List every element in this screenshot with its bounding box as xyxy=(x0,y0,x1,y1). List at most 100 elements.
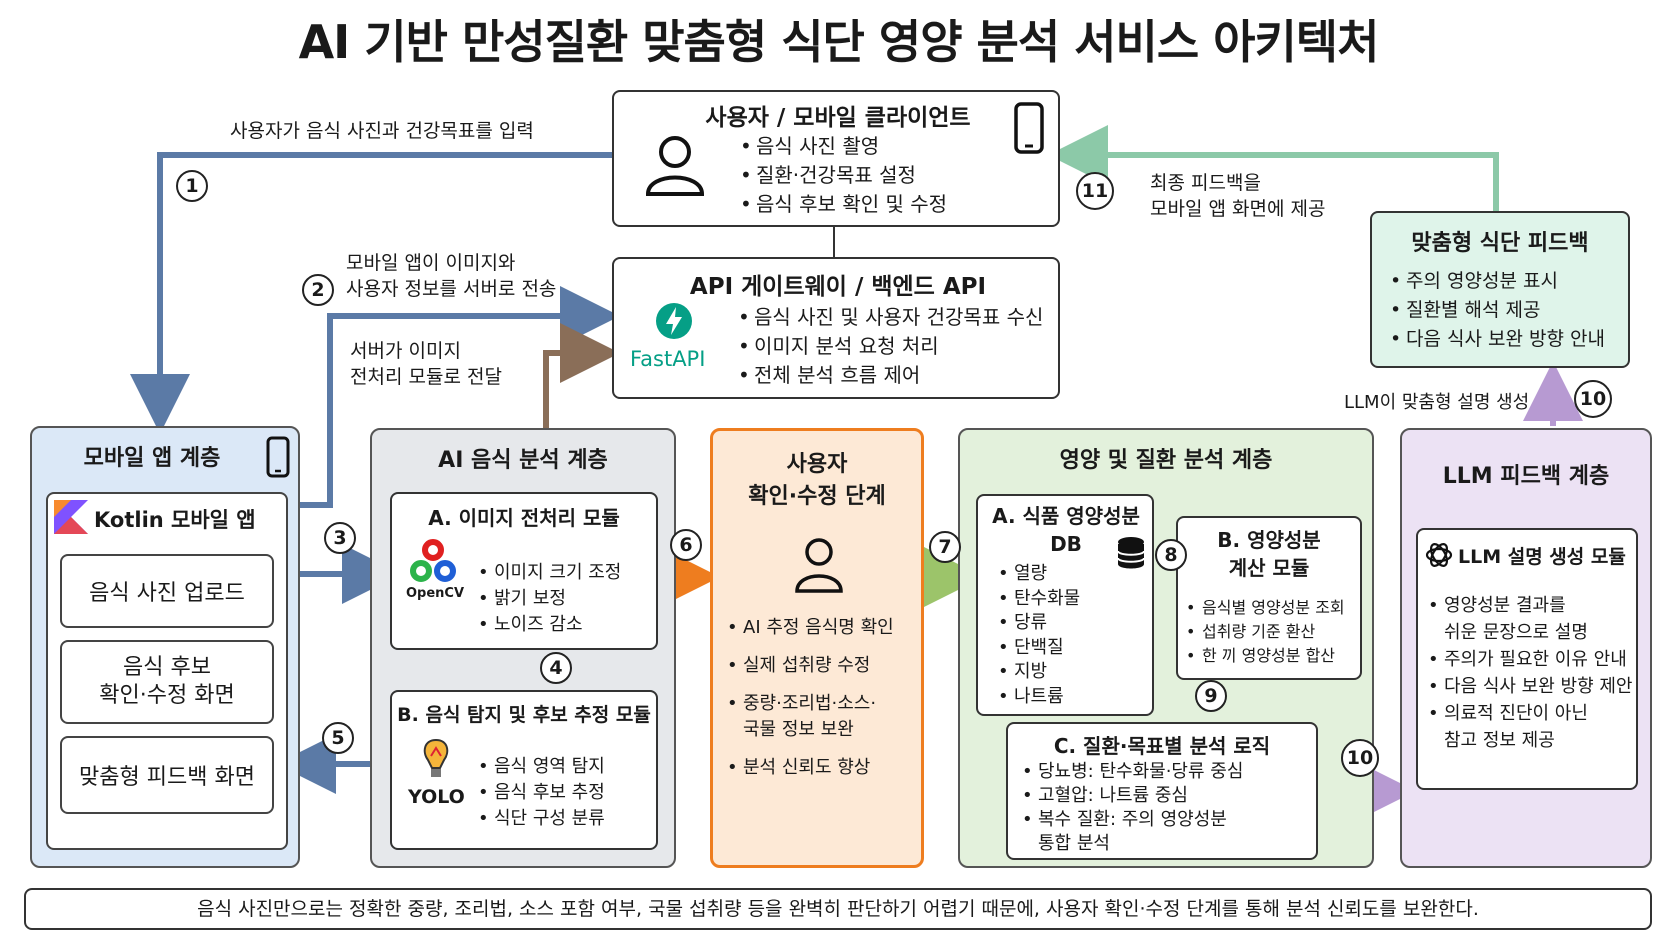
step-badge-6: 6 xyxy=(670,529,702,561)
api-title: API 게이트웨이 / 백엔드 API xyxy=(689,274,987,300)
mobile-title: 모바일 앱 계층 xyxy=(83,446,221,471)
llm-item: 다음 식사 보완 방향 제안 xyxy=(1424,673,1636,700)
api-item: 이미지 분석 요청 처리 xyxy=(734,332,1043,361)
calc-item: 한 끼 영양성분 합산 xyxy=(1182,644,1345,668)
nutrient-item: 당류 xyxy=(994,611,1080,636)
api-item: 전체 분석 흐름 제어 xyxy=(734,361,1043,390)
opencv-logo-icon xyxy=(410,538,456,584)
api-items: 음식 사진 및 사용자 건강목표 수신 이미지 분석 요청 처리 전체 분석 흐… xyxy=(734,303,1043,390)
arrow-step-1 xyxy=(130,152,612,434)
footer-note: 음식 사진만으로는 정확한 중량, 조리법, 소스 포함 여부, 국물 섭취량 … xyxy=(24,888,1652,930)
openai-icon xyxy=(1424,540,1454,570)
smartphone-icon xyxy=(1014,102,1044,154)
nutrition-calc-module: B. 영양성분 계산 모듈 음식별 영양성분 조회 섭취량 기준 환산 한 끼 … xyxy=(1176,516,1362,680)
user-icon xyxy=(791,535,847,595)
label-step-10: LLM이 맞춤형 설명 생성 xyxy=(1344,392,1530,413)
feedback-item: 질환별 해석 제공 xyxy=(1386,296,1605,325)
llm-items: 영양성분 결과를 쉬운 문장으로 설명 주의가 필요한 이유 안내 다음 식사 … xyxy=(1424,592,1636,754)
client-title: 사용자 / 모바일 클라이언트 xyxy=(705,105,971,131)
yolo-logo-icon xyxy=(418,738,454,782)
logic-item: 고혈압: 나트륨 중심 xyxy=(1018,784,1243,808)
nutrient-item: 나트륨 xyxy=(994,685,1080,710)
llm-item: 주의가 필요한 이유 안내 xyxy=(1424,646,1636,673)
nutrient-item: 탄수화물 xyxy=(994,587,1080,612)
nutrition-db-module: A. 식품 영양성분 DB 열량 탄수화물 당류 단백질 지방 나트륨 xyxy=(976,494,1154,716)
detection-title: B. 음식 탐지 및 후보 추정 모듈 xyxy=(397,704,651,726)
disease-logic-title: C. 질환·목표별 분석 로직 xyxy=(1053,734,1271,758)
feedback-item: 주의 영양성분 표시 xyxy=(1386,267,1605,296)
preprocess-item: 이미지 크기 조정 xyxy=(474,560,621,586)
step-badge-7: 7 xyxy=(929,531,961,563)
step-badge-10a: 10 xyxy=(1341,739,1379,777)
kotlin-logo-icon xyxy=(54,500,88,534)
step-badge-11: 11 xyxy=(1076,172,1114,210)
disease-logic-module: C. 질환·목표별 분석 로직 당뇨병: 탄수화물·당류 중심 고혈압: 나트륨… xyxy=(1006,722,1318,860)
confirm-item: 중량·조리법·소스· 국물 정보 보완 xyxy=(723,691,919,743)
step-badge-5: 5 xyxy=(322,722,354,754)
api-box: API 게이트웨이 / 백엔드 API FastAPI 음식 사진 및 사용자 … xyxy=(612,257,1060,399)
confirm-item: 분석 신뢰도 향상 xyxy=(723,755,919,781)
step-badge-8: 8 xyxy=(1155,539,1187,571)
detection-items: 음식 영역 탐지 음식 후보 추정 식단 구성 분류 xyxy=(474,754,605,832)
ai-layer: AI 음식 분석 계층 A. 이미지 전처리 모듈 OpenCV 이미지 크기 … xyxy=(370,428,676,868)
client-box: 사용자 / 모바일 클라이언트 음식 사진 촬영 질환·건강목표 설정 음식 후… xyxy=(612,90,1060,227)
screen-label: 음식 후보 확인·수정 화면 xyxy=(99,655,235,708)
arrow-step-11 xyxy=(1048,125,1499,211)
logic-item: 복수 질환: 주의 영양성분 통합 분석 xyxy=(1018,808,1243,856)
disease-logic-items: 당뇨병: 탄수화물·당류 중심 고혈압: 나트륨 중심 복수 질환: 주의 영양… xyxy=(1018,760,1243,856)
kotlin-app-panel: Kotlin 모바일 앱 음식 사진 업로드 음식 후보 확인·수정 화면 맞춤… xyxy=(46,492,288,850)
client-item: 음식 후보 확인 및 수정 xyxy=(736,190,947,219)
preprocess-title: A. 이미지 전처리 모듈 xyxy=(428,506,620,530)
step-badge-10b: 10 xyxy=(1574,380,1612,418)
step-badge-3: 3 xyxy=(324,522,356,554)
smartphone-icon xyxy=(266,436,290,478)
detection-item: 음식 후보 추정 xyxy=(474,780,605,806)
label-step-1: 사용자가 음식 사진과 건강목표를 입력 xyxy=(230,120,534,142)
step-badge-1: 1 xyxy=(176,170,208,202)
fastapi-logo-icon xyxy=(654,301,694,341)
nutrition-title: 영양 및 질환 분석 계층 xyxy=(1059,448,1273,473)
step-badge-4: 4 xyxy=(540,652,572,684)
llm-item: 의료적 진단이 아닌 참고 정보 제공 xyxy=(1424,700,1636,754)
client-item: 음식 사진 촬영 xyxy=(736,132,947,161)
preprocess-module: A. 이미지 전처리 모듈 OpenCV 이미지 크기 조정 밝기 보정 노이즈… xyxy=(390,492,658,650)
detection-module: B. 음식 탐지 및 후보 추정 모듈 YOLO 음식 영역 탐지 음식 후보 … xyxy=(390,690,658,850)
llm-module-title: LLM 설명 생성 모듈 xyxy=(1458,546,1626,568)
nutrition-db-title: A. 식품 영양성분 DB xyxy=(992,504,1140,556)
feedback-title: 맞춤형 식단 피드백 xyxy=(1411,231,1589,256)
candidate-edit-screen[interactable]: 음식 후보 확인·수정 화면 xyxy=(60,640,274,724)
client-item: 질환·건강목표 설정 xyxy=(736,161,947,190)
database-icon xyxy=(1116,536,1146,570)
user-icon xyxy=(640,130,710,200)
label-step-3: 서버가 이미지 전처리 모듈로 전달 xyxy=(350,340,502,388)
logic-item: 당뇨병: 탄수화물·당류 중심 xyxy=(1018,760,1243,784)
feedback-item: 다음 식사 보완 방향 안내 xyxy=(1386,325,1605,354)
kotlin-app-title: Kotlin 모바일 앱 xyxy=(94,508,256,532)
upload-photo-screen[interactable]: 음식 사진 업로드 xyxy=(60,554,274,628)
nutrition-calc-title: B. 영양성분 계산 모듈 xyxy=(1217,528,1321,580)
step-badge-9: 9 xyxy=(1195,680,1227,712)
preprocess-items: 이미지 크기 조정 밝기 보정 노이즈 감소 xyxy=(474,560,621,638)
nutrition-db-items: 열량 탄수화물 당류 단백질 지방 나트륨 xyxy=(994,562,1080,709)
page-title: AI 기반 만성질환 맞춤형 식단 영양 분석 서비스 아키텍처 xyxy=(298,15,1380,69)
yolo-logo-text: YOLO xyxy=(408,786,465,808)
calc-item: 섭취량 기준 환산 xyxy=(1182,620,1345,644)
confirm-item: AI 추정 음식명 확인 xyxy=(723,615,919,641)
llm-title: LLM 피드백 계층 xyxy=(1442,464,1610,489)
nutrient-item: 단백질 xyxy=(994,636,1080,661)
feedback-items: 주의 영양성분 표시 질환별 해석 제공 다음 식사 보완 방향 안내 xyxy=(1386,267,1605,354)
llm-item: 영양성분 결과를 쉬운 문장으로 설명 xyxy=(1424,592,1636,646)
arrow-step-2 xyxy=(288,286,620,508)
confirm-layer: 사용자 확인·수정 단계 AI 추정 음식명 확인 실제 섭취량 수정 중량·조… xyxy=(710,428,924,868)
client-items: 음식 사진 촬영 질환·건강목표 설정 음식 후보 확인 및 수정 xyxy=(736,132,947,219)
confirm-item: 실제 섭취량 수정 xyxy=(723,653,919,679)
llm-module: LLM 설명 생성 모듈 영양성분 결과를 쉬운 문장으로 설명 주의가 필요한… xyxy=(1416,528,1638,790)
detection-item: 음식 영역 탐지 xyxy=(474,754,605,780)
label-step-11: 최종 피드백을 모바일 앱 화면에 제공 xyxy=(1150,172,1326,220)
feedback-screen[interactable]: 맞춤형 피드백 화면 xyxy=(60,736,274,814)
nutrition-layer: 영양 및 질환 분석 계층 A. 식품 영양성분 DB 열량 탄수화물 당류 단… xyxy=(958,428,1374,868)
nutrient-item: 열량 xyxy=(994,562,1080,587)
llm-layer: LLM 피드백 계층 LLM 설명 생성 모듈 영양성분 결과를 쉬운 문장으로… xyxy=(1400,428,1652,868)
feedback-box: 맞춤형 식단 피드백 주의 영양성분 표시 질환별 해석 제공 다음 식사 보완… xyxy=(1370,211,1630,368)
arrow-api-ai xyxy=(543,323,620,428)
